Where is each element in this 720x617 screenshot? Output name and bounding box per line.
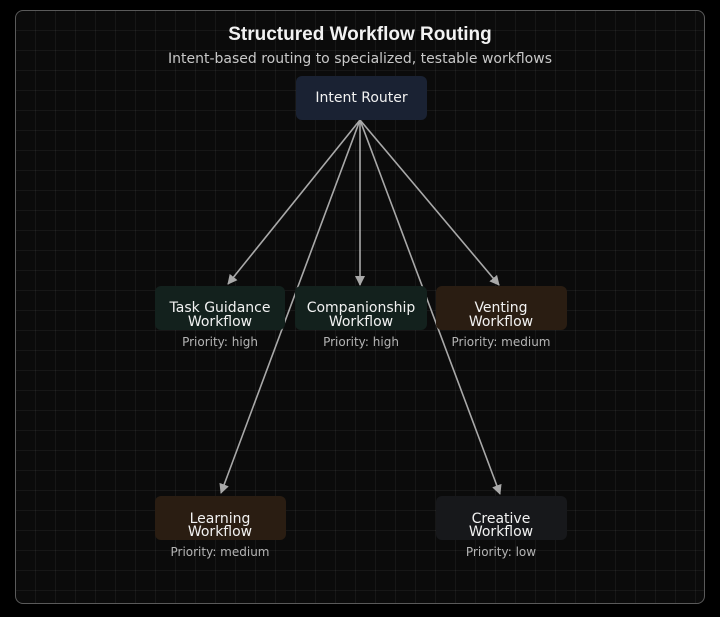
companionship-priority: Priority: high — [323, 335, 399, 349]
learning-priority: Priority: medium — [170, 545, 270, 559]
venting-workflow-subtitle: Workflow — [468, 314, 534, 330]
venting-priority: Priority: medium — [451, 335, 551, 349]
diagram-title: Structured Workflow Routing — [228, 24, 492, 45]
task-guidance-workflow-subtitle: Workflow — [187, 314, 253, 330]
creative-workflow-title: Creative — [471, 511, 531, 527]
companionship-workflow-title: Companionship — [306, 300, 416, 316]
task-guidance-workflow-node[interactable] — [155, 286, 285, 330]
edge-router-learning — [219, 119, 361, 494]
learning-workflow-node[interactable] — [155, 496, 286, 540]
companionship-workflow-node[interactable] — [295, 286, 427, 330]
companionship-workflow-subtitle: Workflow — [328, 314, 394, 330]
learning-workflow-title: Learning — [189, 511, 251, 527]
intent-router-node[interactable] — [296, 76, 427, 120]
creative-workflow-node[interactable] — [436, 496, 567, 540]
edge-router-creative — [359, 119, 502, 495]
venting-workflow-node[interactable] — [436, 286, 567, 330]
task-guidance-priority: Priority: high — [182, 335, 258, 349]
creative-priority: Priority: low — [465, 545, 537, 559]
creative-workflow-subtitle: Workflow — [468, 524, 534, 540]
intent-router-label: Intent Router — [315, 90, 408, 106]
diagram-subtitle: Intent-based routing to specialized, tes… — [167, 51, 552, 67]
task-guidance-workflow-title: Task Guidance — [169, 300, 271, 316]
edge-router-task-guidance — [227, 119, 361, 285]
learning-workflow-subtitle: Workflow — [187, 524, 253, 540]
venting-workflow-title: Venting — [474, 300, 528, 316]
edge-router-venting — [359, 119, 500, 286]
